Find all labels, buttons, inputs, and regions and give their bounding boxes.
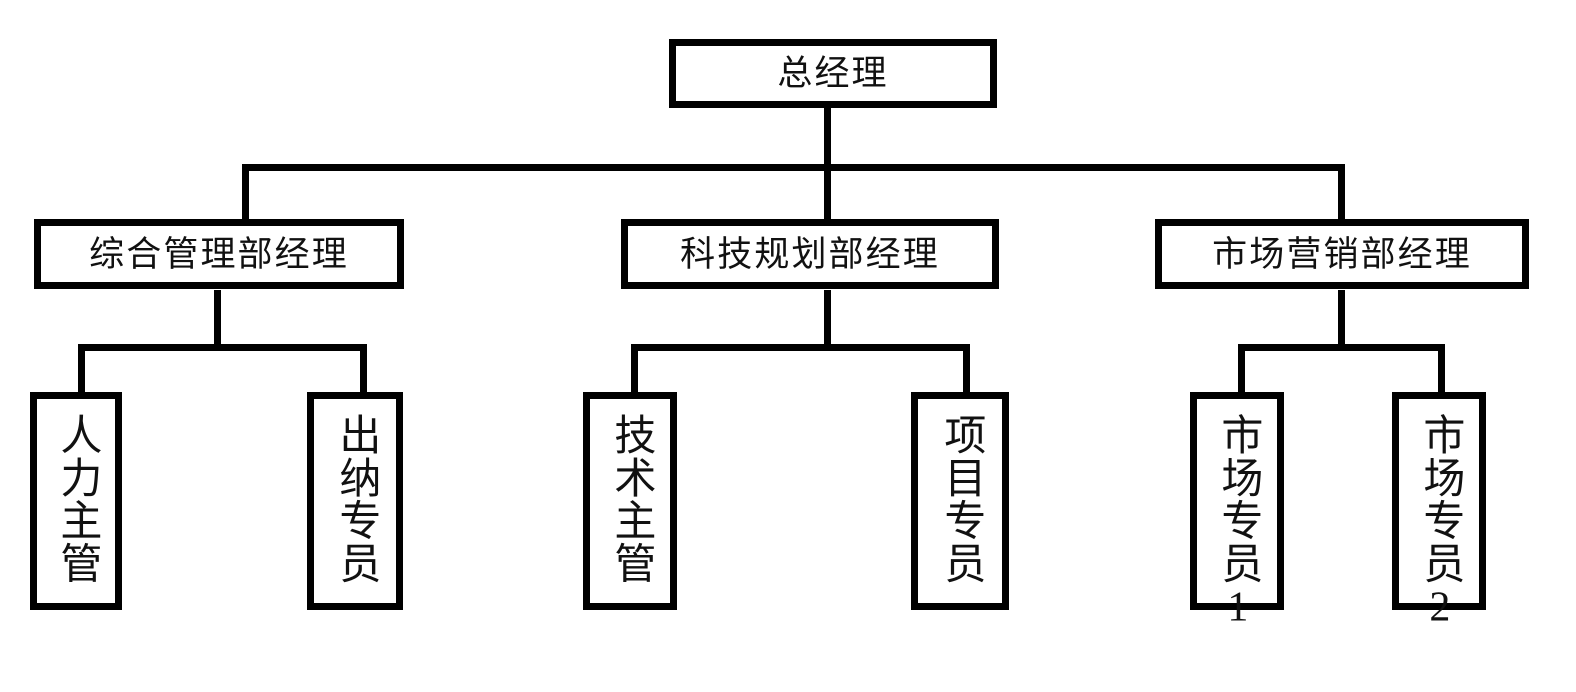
node-label-cashier-specialist: 出纳专员 <box>332 413 379 585</box>
node-label-technical-supervisor: 技术主管 <box>607 413 654 585</box>
node-hr-supervisor[interactable]: 人力主管 <box>30 392 122 610</box>
node-label-hr-supervisor: 人力主管 <box>53 413 100 585</box>
connector-bus-to-project-specialist <box>963 344 970 396</box>
connector-marketing-staff-bus <box>1238 344 1445 351</box>
node-marketing-specialist-1[interactable]: 市场专员1 <box>1190 392 1284 631</box>
node-label-admin-dept-manager: 综合管理部经理 <box>89 234 349 274</box>
connector-tech-staff-bus <box>631 344 970 351</box>
connector-level1-bus <box>242 164 1345 171</box>
connector-admin-dept-down <box>214 290 221 350</box>
connector-tech-dept-down <box>824 290 831 350</box>
connector-bus-to-tech-dept <box>824 164 831 220</box>
node-label-marketing-dept-manager: 市场营销部经理 <box>1212 234 1472 274</box>
connector-bus-to-admin-dept <box>242 164 249 220</box>
connector-marketing-dept-down <box>1338 290 1345 350</box>
node-tech-planning-dept-manager[interactable]: 科技规划部经理 <box>621 219 999 289</box>
node-marketing-specialist-2[interactable]: 市场专员2 <box>1392 392 1486 631</box>
node-admin-dept-manager[interactable]: 综合管理部经理 <box>34 219 404 289</box>
node-general-manager[interactable]: 总经理 <box>669 39 997 108</box>
node-project-specialist[interactable]: 项目专员 <box>911 392 1009 610</box>
connector-bus-to-marketing-dept <box>1338 164 1345 220</box>
node-label-tech-planning-dept-manager: 科技规划部经理 <box>680 234 940 274</box>
connector-bus-to-technical-supervisor <box>631 344 638 396</box>
connector-bus-to-hr-supervisor <box>78 344 85 396</box>
node-marketing-dept-manager[interactable]: 市场营销部经理 <box>1155 219 1529 289</box>
connector-admin-staff-bus <box>78 344 367 351</box>
connector-bus-to-marketing-specialist-1 <box>1238 344 1245 396</box>
connector-bus-to-marketing-specialist-2 <box>1438 344 1445 396</box>
node-label-marketing-specialist-2: 市场专员2 <box>1416 413 1463 632</box>
connector-bus-to-cashier-specialist <box>360 344 367 396</box>
node-label-general-manager: 总经理 <box>777 54 889 93</box>
node-technical-supervisor[interactable]: 技术主管 <box>583 392 677 610</box>
connector-root-down <box>824 104 831 170</box>
node-cashier-specialist[interactable]: 出纳专员 <box>307 392 403 610</box>
node-label-marketing-specialist-1: 市场专员1 <box>1214 413 1261 632</box>
node-label-project-specialist: 项目专员 <box>937 413 984 585</box>
